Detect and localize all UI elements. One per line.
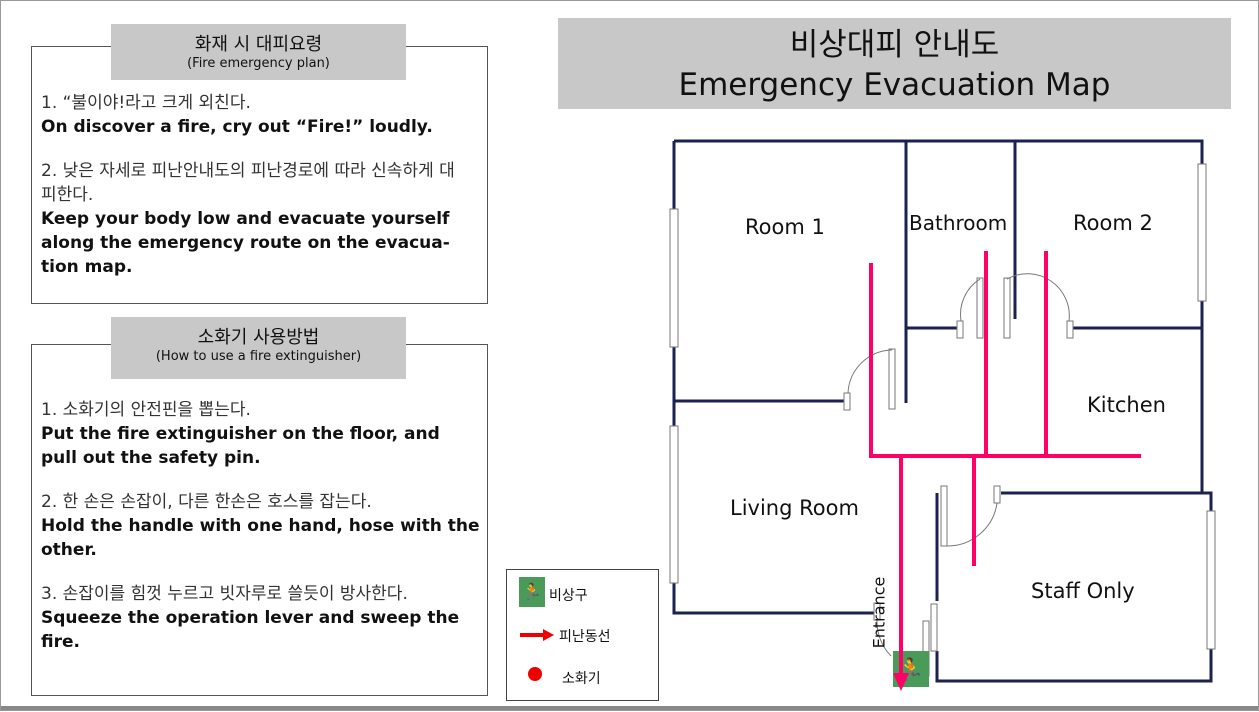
map-title: 비상대피 안내도 Emergency Evacuation Map [558,18,1231,109]
entrance-label: Entrance [869,576,889,649]
legend-exit: 비상구 [549,588,588,604]
step-en: Put the fire extinguisher on the floor, … [41,424,440,468]
extinguisher-title-ko: 소화기 사용방법 [197,327,320,348]
step-ko: 2. 한 손은 손잡이, 다른 한손은 호스를 잡는다. [41,492,372,512]
extinguisher-title-en: (How to use a fire extinguisher) [155,349,362,364]
room-2-label: Room 2 [1073,211,1153,235]
windows [669,163,1216,650]
legend-extinguisher: 소화기 [562,671,601,687]
route-arrowhead [893,673,909,691]
step-en: Hold the handle with one hand, hose with… [41,516,480,560]
staff-only-label: Staff Only [1031,579,1135,603]
living-room-label: Living Room [730,496,859,520]
legend: 🏃 비상구 피난동선 소화기 [506,569,659,701]
step-ko: 2. 낮은 자세로 피난안내도의 피난경로에 따라 신속하게 대피한다. [41,161,455,205]
bathroom-label: Bathroom [909,211,1008,235]
exit-sign-icon: 🏃 [519,577,545,607]
step-ko: 3. 손잡이를 힘껏 누르고 빗자루로 쓸듯이 방사한다. [41,584,408,604]
step-ko: 1. “불이야!라고 크게 외친다. [41,93,251,113]
legend-route: 피난동선 [559,629,611,645]
kitchen-label: Kitchen [1087,393,1166,417]
fire-plan-panel [31,46,488,304]
map-title-en: Emergency Evacuation Map [678,67,1111,103]
extinguisher-steps: 1. 소화기의 안전핀을 뽑는다. Put the fire extinguish… [41,398,481,674]
step-en: Squeeze the operation lever and sweep th… [41,608,460,652]
extinguisher-header: 소화기 사용방법 (How to use a fire extinguisher… [111,317,406,379]
step-en: On discover a fire, cry out “Fire!” loud… [41,117,433,137]
extinguisher-dot-icon [528,667,542,681]
room-1-label: Room 1 [745,215,825,239]
extinguisher-panel [31,344,488,696]
fire-plan-header: 화재 시 대피요령 (Fire emergency plan) [111,24,406,80]
bottom-border [1,706,1258,710]
fire-plan-steps: 1. “불이야!라고 크게 외친다. On discover a fire, cr… [41,91,461,299]
fire-plan-title-ko: 화재 시 대피요령 [194,34,323,55]
route-arrow-icon [520,629,554,641]
evacuation-routes [869,251,1141,676]
step-ko: 1. 소화기의 안전핀을 뽑는다. [41,400,251,420]
map-title-ko: 비상대피 안내도 [789,27,1000,63]
fire-plan-title-en: (Fire emergency plan) [187,56,330,71]
step-en: Keep your body low and evacuate yourself… [41,209,450,277]
